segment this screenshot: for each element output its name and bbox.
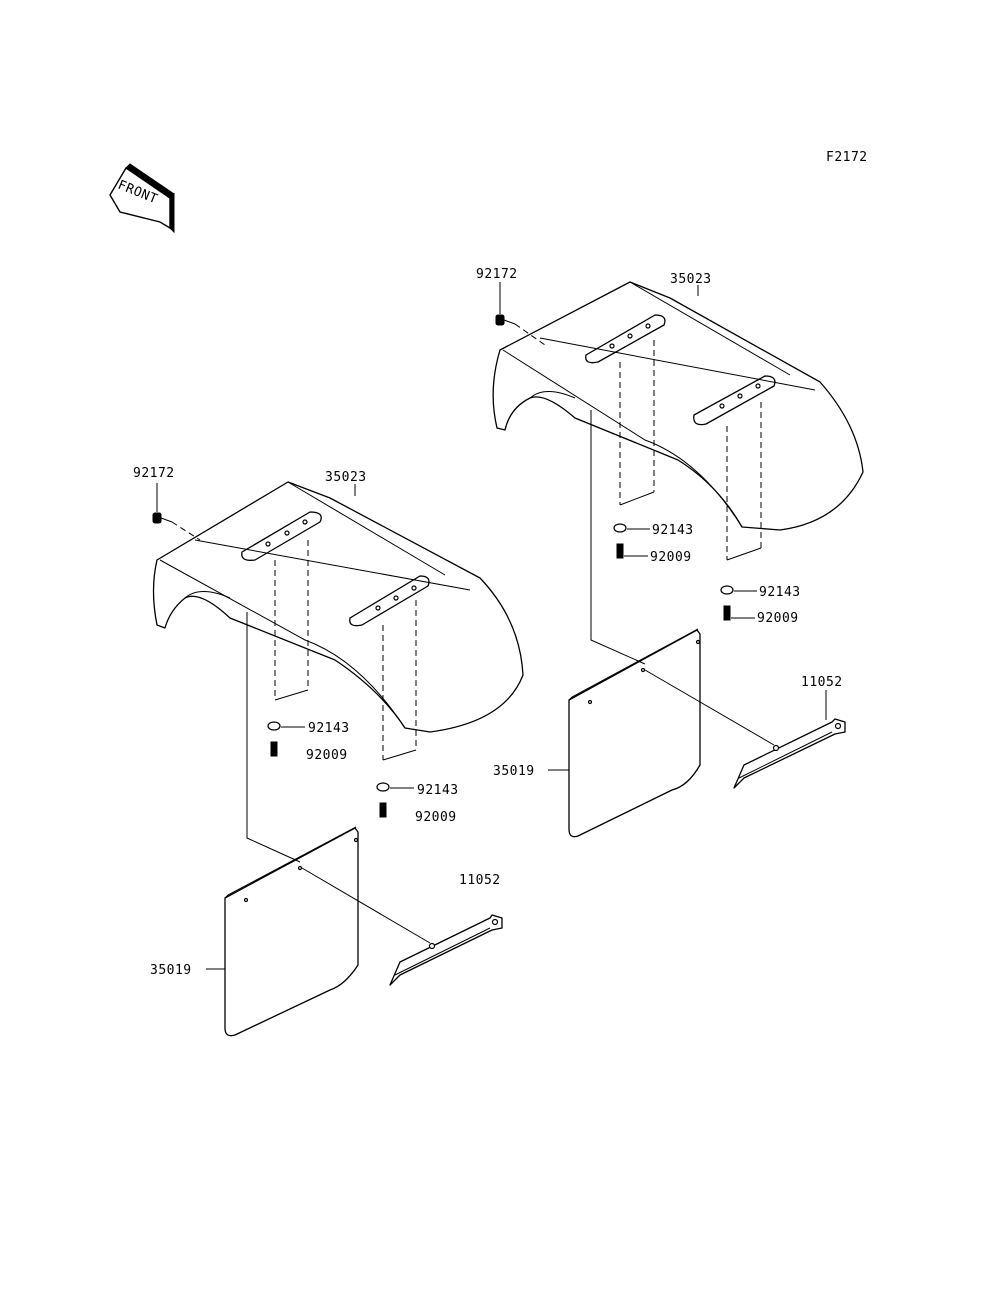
left-screw-a-icon bbox=[270, 741, 278, 757]
left-fender-label: 35023 bbox=[325, 470, 367, 485]
right-clip-label: 92172 bbox=[476, 267, 518, 282]
figure-id: F2172 bbox=[826, 150, 868, 165]
right-fender bbox=[492, 281, 864, 531]
left-washer-a-icon bbox=[267, 721, 281, 731]
right-washer-b-label: 92143 bbox=[759, 585, 801, 600]
left-screw-a-label: 92009 bbox=[306, 748, 348, 763]
right-washer-b-icon bbox=[720, 585, 734, 595]
left-washer-a-label: 92143 bbox=[308, 721, 350, 736]
left-bracket-label: 11052 bbox=[459, 873, 501, 888]
right-fender-label: 35023 bbox=[670, 272, 712, 287]
left-clip-icon bbox=[152, 512, 201, 541]
left-bracket bbox=[389, 914, 503, 986]
right-clip-icon bbox=[495, 314, 546, 346]
right-screw-a-label: 92009 bbox=[650, 550, 692, 565]
left-screw-b-label: 92009 bbox=[415, 810, 457, 825]
right-bracket-label: 11052 bbox=[801, 675, 843, 690]
left-fender bbox=[152, 481, 524, 733]
left-washer-b-label: 92143 bbox=[417, 783, 459, 798]
front-arrow-icon: FRONT bbox=[109, 163, 175, 234]
right-screw-b-icon bbox=[723, 605, 731, 621]
left-assembly: 92172 35023 92143 92009 92143 92009 bbox=[133, 466, 524, 1037]
right-screw-a-icon bbox=[616, 543, 624, 559]
left-clip-label: 92172 bbox=[133, 466, 175, 481]
left-mudflap-label: 35019 bbox=[150, 963, 192, 978]
left-screw-b-icon bbox=[379, 802, 387, 818]
right-mudflap-label: 35019 bbox=[493, 764, 535, 779]
right-mudflap bbox=[568, 628, 701, 838]
left-washer-b-icon bbox=[376, 782, 390, 792]
right-washer-a-label: 92143 bbox=[652, 523, 694, 538]
right-bracket bbox=[733, 718, 846, 789]
right-washer-a-icon bbox=[613, 523, 627, 533]
left-mudflap bbox=[224, 826, 359, 1037]
right-screw-b-label: 92009 bbox=[757, 611, 799, 626]
right-assembly: 92172 35023 92143 92009 92143 92009 bbox=[476, 267, 864, 838]
